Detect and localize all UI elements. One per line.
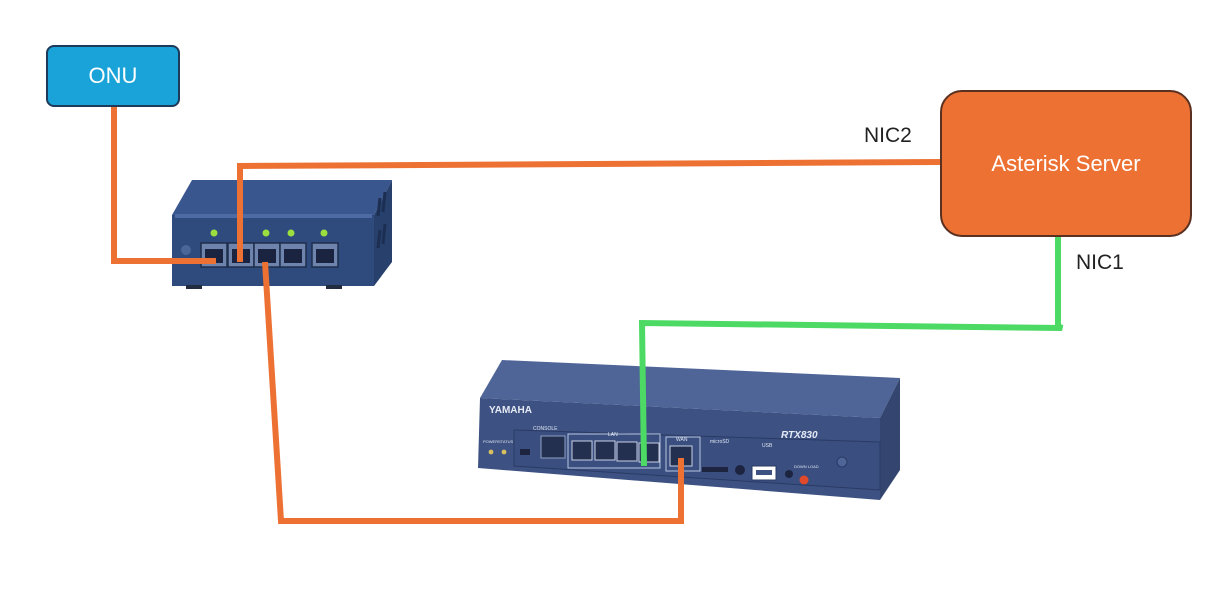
asterisk-server-node: Asterisk Server (940, 90, 1192, 237)
router-icon (478, 360, 900, 500)
router-wan-label: WAN (676, 437, 688, 443)
network-switch-icon (172, 180, 392, 289)
router-model: RTX830 (781, 430, 818, 441)
onu-node: ONU (46, 45, 180, 107)
router-brand: YAMAHA (489, 405, 532, 416)
cable-switch-router (262, 261, 684, 524)
cables (111, 107, 1064, 524)
router-status-label: STATUS (498, 439, 514, 444)
router-lan-label: LAN (608, 432, 618, 438)
nic1-label: NIC1 (1076, 251, 1124, 274)
router-microsd-label: microSD (710, 439, 730, 445)
cable-nic2 (237, 159, 942, 262)
router-usb-label: USB (762, 443, 773, 449)
nic2-label: NIC2 (864, 124, 912, 147)
cable-nic1 (638, 235, 1064, 467)
router-console-label: CONSOLE (533, 426, 558, 432)
onu-label: ONU (88, 63, 138, 88)
asterisk-server-label: Asterisk Server (991, 150, 1141, 176)
router-download-label: DOWN LOAD (794, 464, 819, 469)
router-power-label: POWER (483, 439, 498, 444)
cable-onu-switch (111, 107, 216, 264)
